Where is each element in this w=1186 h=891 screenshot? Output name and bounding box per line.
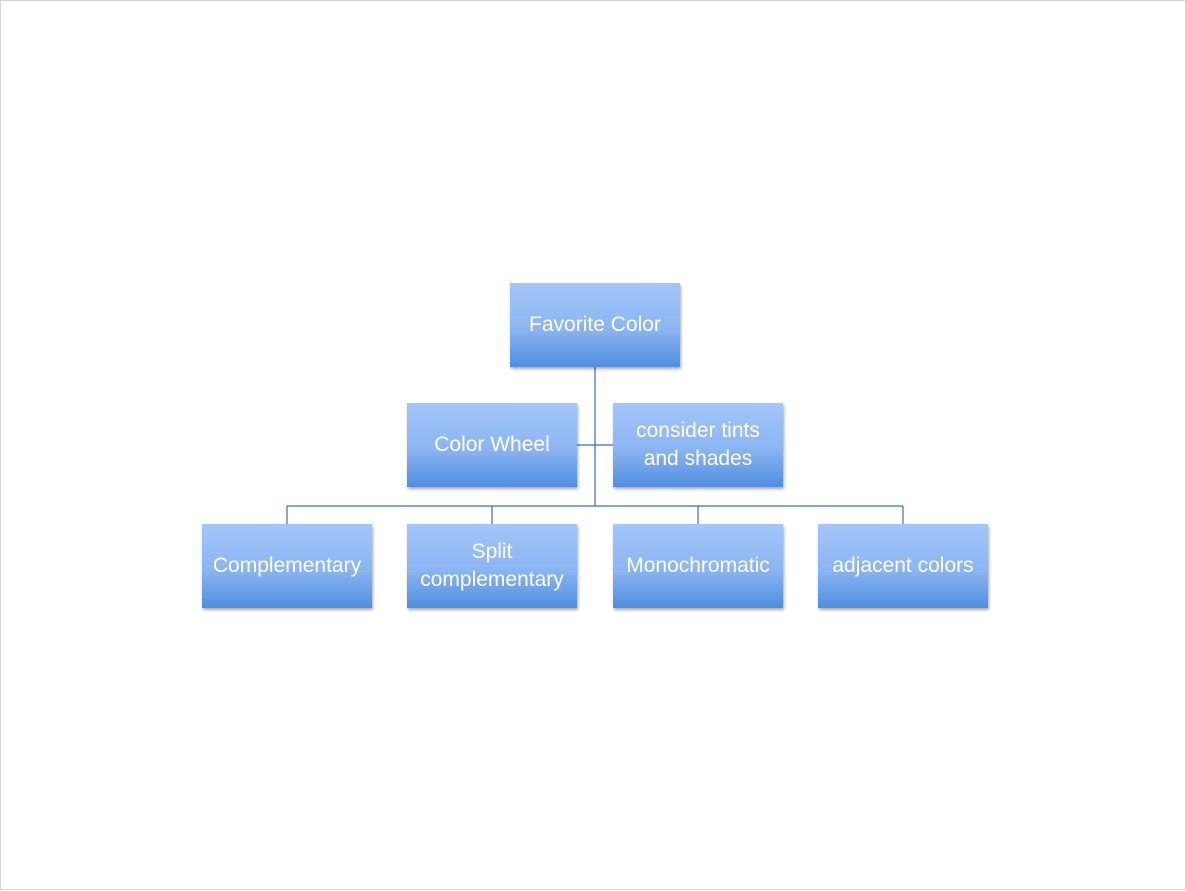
node-monochromatic[interactable]: Monochromatic <box>613 524 783 608</box>
node-split-complementary[interactable]: Split complementary <box>407 524 577 608</box>
node-tints-and-shades[interactable]: consider tints and shades <box>613 403 783 487</box>
node-label: Color Wheel <box>434 433 550 456</box>
node-label: adjacent colors <box>832 554 974 577</box>
node-favorite-color[interactable]: Favorite Color <box>510 283 680 367</box>
node-adjacent-colors[interactable]: adjacent colors <box>818 524 988 608</box>
node-color-wheel[interactable]: Color Wheel <box>407 403 577 487</box>
node-label: Complementary <box>212 554 362 577</box>
node-complementary[interactable]: Complementary <box>202 524 372 608</box>
node-label: Split complementary <box>420 540 564 591</box>
node-label: Favorite Color <box>529 313 661 336</box>
node-label: consider tints and shades <box>636 419 760 470</box>
node-label: Monochromatic <box>626 554 770 577</box>
